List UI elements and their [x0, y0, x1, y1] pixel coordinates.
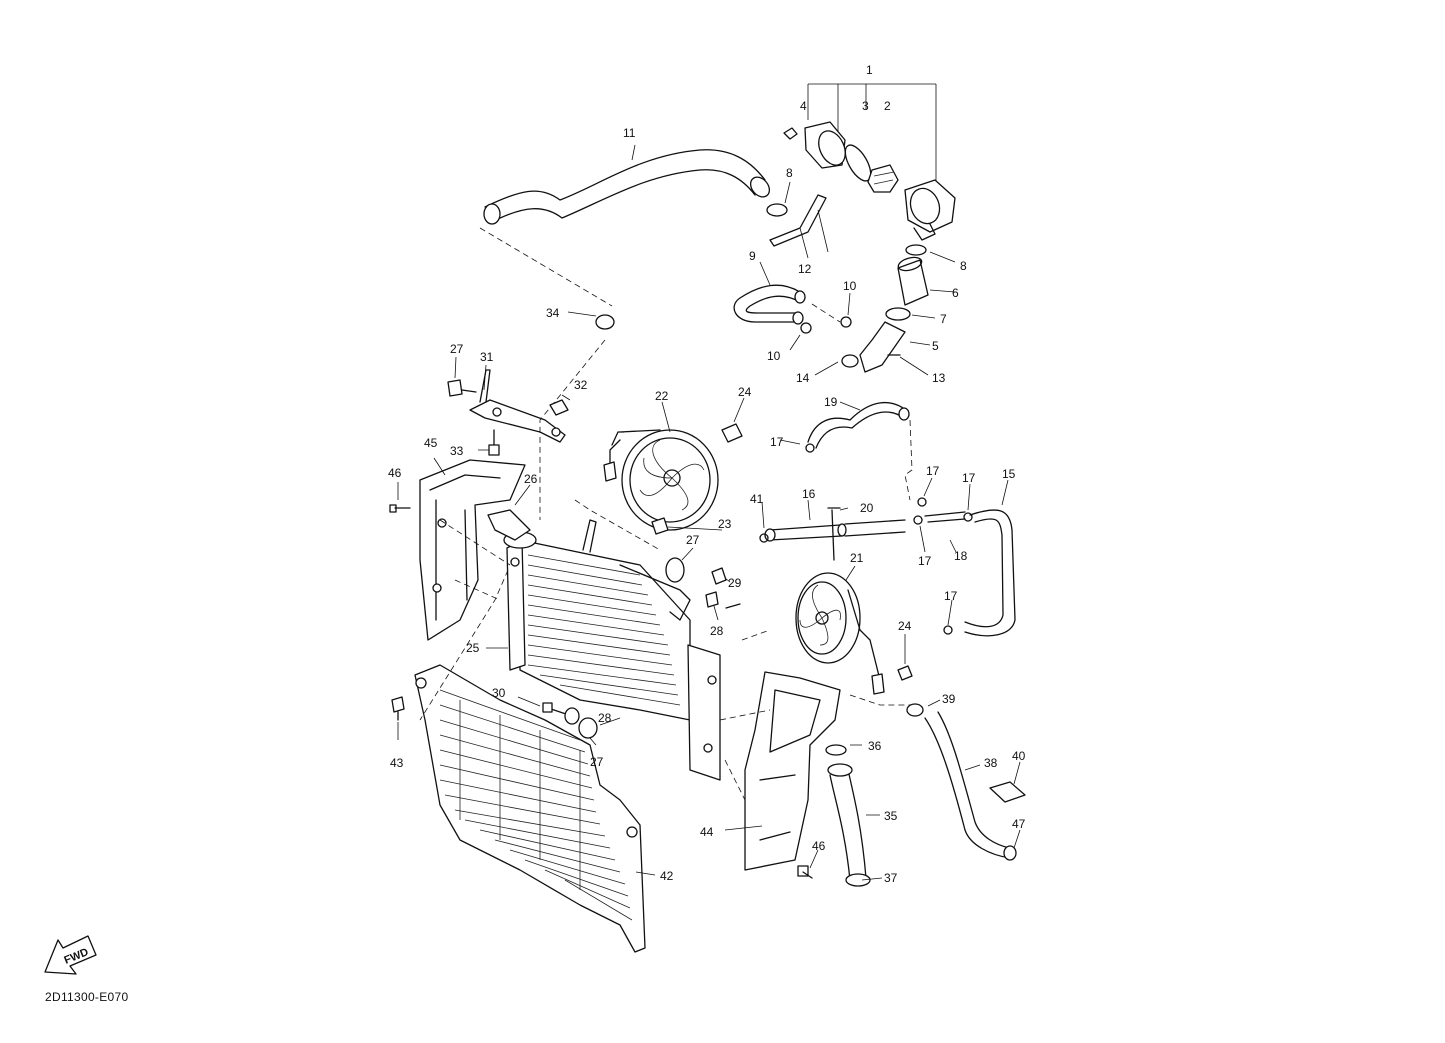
callout-18: 18	[954, 549, 968, 563]
callout-10a: 10	[843, 279, 857, 293]
callout-27c: 27	[590, 755, 604, 769]
hose-19	[779, 401, 913, 501]
callout-17b: 17	[926, 464, 940, 478]
callout-37: 37	[884, 871, 898, 885]
diagram-code: 2D11300-E070	[45, 990, 129, 1004]
callout-47: 47	[1012, 817, 1026, 831]
hose-16	[759, 499, 906, 561]
bolt-30-grommet-28	[419, 569, 621, 746]
callout-19: 19	[824, 395, 838, 409]
callout-43: 43	[390, 756, 404, 770]
callout-33: 33	[450, 444, 464, 458]
callout-23: 23	[718, 517, 732, 531]
callout-22: 22	[655, 389, 669, 403]
callout-29: 29	[728, 576, 742, 590]
callout-17e: 17	[944, 589, 958, 603]
hose-15	[913, 477, 1016, 637]
callout-9: 9	[749, 249, 756, 263]
callout-6: 6	[952, 286, 959, 300]
callout-2: 2	[884, 99, 891, 113]
hose-38	[906, 699, 1026, 861]
callout-27b: 27	[686, 533, 700, 547]
callout-40: 40	[1012, 749, 1026, 763]
hose-9	[733, 261, 806, 325]
callout-3: 3	[862, 99, 869, 113]
callout-35: 35	[884, 809, 898, 823]
callout-26: 26	[524, 472, 538, 486]
callout-16: 16	[802, 487, 816, 501]
callout-46b: 46	[812, 839, 826, 853]
callout-25: 25	[466, 641, 480, 655]
callout-46a: 46	[388, 466, 402, 480]
callout-12: 12	[798, 262, 812, 276]
callout-30: 30	[492, 686, 506, 700]
clamp-34	[567, 311, 615, 330]
callout-17a: 17	[770, 435, 784, 449]
clamp-10	[789, 292, 852, 351]
callout-5: 5	[932, 339, 939, 353]
callout-13: 13	[932, 371, 946, 385]
callout-7: 7	[940, 312, 947, 326]
callout-45: 45	[424, 436, 438, 450]
radiator-hose-upper	[483, 144, 771, 225]
callout-20: 20	[860, 501, 874, 515]
callout-44: 44	[700, 825, 714, 839]
callout-17d: 17	[918, 554, 932, 568]
callout-8a: 8	[960, 259, 967, 273]
callout-34: 34	[546, 306, 560, 320]
callout-15: 15	[1002, 467, 1016, 481]
callout-24b: 24	[898, 619, 912, 633]
thermostat-assembly	[783, 83, 956, 241]
callout-28a: 28	[710, 624, 724, 638]
callout-27a: 27	[450, 342, 464, 356]
bolt-24a	[721, 397, 745, 443]
callout-38: 38	[984, 756, 998, 770]
cooling-fan-22	[603, 401, 719, 531]
callout-10b: 10	[767, 349, 781, 363]
callout-36: 36	[868, 739, 882, 753]
bracket-31	[447, 356, 571, 456]
callout-39: 39	[942, 692, 956, 706]
hose-clamp-8a	[766, 181, 791, 217]
bolt-43	[391, 696, 405, 740]
shroud-44	[719, 671, 841, 879]
cooling-fan-21	[741, 565, 913, 706]
callout-14: 14	[796, 371, 810, 385]
callout-11: 11	[623, 126, 636, 140]
callout-17c: 17	[962, 471, 976, 485]
callout-8b: 8	[786, 166, 793, 180]
callout-24a: 24	[738, 385, 752, 399]
callout-labels: 1 2 3 4 5 6 7 8 8 9 10 10 11 12 13 14 15…	[388, 63, 1026, 885]
hose-35	[825, 744, 883, 887]
callout-42: 42	[660, 869, 674, 883]
callout-21: 21	[850, 551, 864, 565]
fwd-arrow-icon: FWD	[44, 935, 97, 975]
callout-1: 1	[866, 63, 873, 77]
shroud-45	[389, 457, 531, 641]
callout-28b: 28	[598, 711, 612, 725]
radiator-grille-42	[414, 664, 656, 953]
bracket-12	[769, 194, 829, 259]
callout-31: 31	[480, 350, 494, 364]
callout-4: 4	[800, 99, 807, 113]
callout-41: 41	[750, 492, 764, 506]
thermostat-outlet-hoses	[814, 244, 956, 376]
callout-32: 32	[574, 378, 588, 392]
mount-parts-23-29	[574, 499, 741, 621]
radiator-core-25	[486, 519, 721, 781]
